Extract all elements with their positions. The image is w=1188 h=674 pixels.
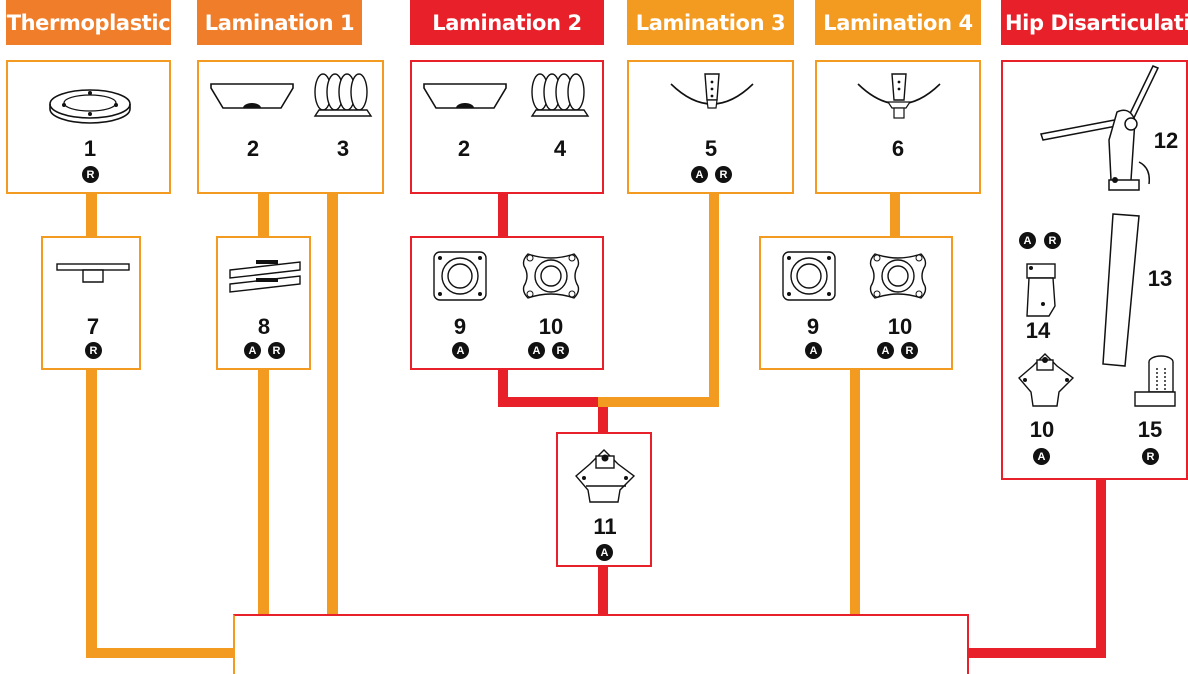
pylon-tube-icon bbox=[1102, 213, 1140, 367]
lamination-1-box: 2 3 bbox=[197, 60, 384, 194]
lamination-ring-icon bbox=[530, 73, 590, 117]
header-hip-label: Hip Disarticulation bbox=[1005, 10, 1188, 35]
header-thermoplastic: Thermoplastic bbox=[6, 0, 171, 45]
badge-a: A bbox=[528, 342, 545, 359]
part-8-box: 8 A R bbox=[216, 236, 311, 370]
lamination-anchor-icon bbox=[670, 73, 754, 109]
badge-r: R bbox=[268, 342, 285, 359]
part-number-7: 7 bbox=[86, 314, 100, 339]
badge-r: R bbox=[901, 342, 918, 359]
lamination-3-box: 5 A R bbox=[627, 60, 794, 194]
part-number-9: 9 bbox=[453, 314, 467, 339]
header-lamination-3: Lamination 3 bbox=[627, 0, 794, 45]
part-number-2: 2 bbox=[246, 136, 260, 161]
lamination-4-box: 6 bbox=[815, 60, 981, 194]
lamination-2-box: 2 4 bbox=[410, 60, 604, 194]
badge-a: A bbox=[452, 342, 469, 359]
pyramid-adapter-icon bbox=[423, 83, 507, 109]
square-adapter-icon bbox=[782, 251, 836, 301]
four-lobe-adapter-icon bbox=[869, 253, 927, 299]
part-number-12: 12 bbox=[1153, 128, 1179, 153]
badge-a: A bbox=[691, 166, 708, 183]
header-lamination-2: Lamination 2 bbox=[410, 0, 604, 45]
part-number-15: 15 bbox=[1137, 417, 1163, 442]
lamination-anchor-pyramid-icon bbox=[857, 73, 941, 119]
part-number-1: 1 bbox=[83, 136, 97, 161]
header-lamination-4-label: Lamination 4 bbox=[823, 10, 973, 35]
part-number-4: 4 bbox=[553, 136, 567, 161]
part-7-box: 7 R bbox=[41, 236, 141, 370]
wedge-adapter-icon bbox=[229, 260, 301, 293]
part-11-box: 11 A bbox=[556, 432, 652, 567]
header-thermoplastic-label: Thermoplastic bbox=[6, 10, 171, 35]
part-number-11: 11 bbox=[593, 514, 617, 539]
badge-r: R bbox=[715, 166, 732, 183]
tube-adapter-icon bbox=[1134, 355, 1176, 407]
badge-r: R bbox=[85, 342, 102, 359]
header-lamination-3-label: Lamination 3 bbox=[635, 10, 786, 35]
part-number-8: 8 bbox=[257, 314, 271, 339]
lamination-4-adapters-box: 9 10 A A R bbox=[759, 236, 953, 370]
ring-adapter-icon bbox=[49, 89, 131, 124]
header-hip-disarticulation: Hip Disarticulation bbox=[1001, 0, 1188, 45]
part-number-14: 14 bbox=[1025, 318, 1051, 343]
badge-r: R bbox=[552, 342, 569, 359]
badge-r: R bbox=[82, 166, 99, 183]
part-number-10: 10 bbox=[538, 314, 564, 339]
tube-clamp-adapter-icon bbox=[1026, 263, 1056, 317]
badge-a: A bbox=[1019, 232, 1036, 249]
badge-a: A bbox=[877, 342, 894, 359]
part-number-3: 3 bbox=[336, 136, 350, 161]
thermoplastic-box: 1 R bbox=[6, 60, 171, 194]
header-lamination-1-label: Lamination 1 bbox=[204, 10, 355, 35]
badge-a: A bbox=[244, 342, 261, 359]
part-number-2: 2 bbox=[457, 136, 471, 161]
header-lamination-1: Lamination 1 bbox=[197, 0, 362, 45]
pyramid-adapter-icon bbox=[210, 83, 294, 109]
four-hole-pyramid-adapter-icon bbox=[575, 449, 636, 503]
common-connector-box bbox=[233, 614, 969, 674]
badge-a: A bbox=[596, 544, 613, 561]
hip-joint-icon bbox=[1040, 65, 1160, 191]
header-lamination-4: Lamination 4 bbox=[815, 0, 981, 45]
part-number-10: 10 bbox=[887, 314, 913, 339]
square-adapter-icon bbox=[433, 251, 487, 301]
header-lamination-2-label: Lamination 2 bbox=[432, 10, 582, 35]
lamination-ring-icon bbox=[313, 73, 373, 117]
part-number-13: 13 bbox=[1147, 266, 1173, 291]
badge-a: A bbox=[805, 342, 822, 359]
flat-adapter-icon bbox=[56, 263, 130, 283]
lamination-2-adapters-box: 9 10 A A R bbox=[410, 236, 604, 370]
four-hole-pyramid-adapter-icon bbox=[1018, 353, 1075, 407]
badge-r: R bbox=[1044, 232, 1061, 249]
badge-a: A bbox=[1033, 448, 1050, 465]
hip-disarticulation-box: 12 13 A R 14 10 A 15 R bbox=[1001, 60, 1188, 480]
four-lobe-adapter-icon bbox=[522, 253, 580, 299]
part-number-5: 5 bbox=[704, 136, 718, 161]
part-number-10: 10 bbox=[1029, 417, 1055, 442]
part-number-9: 9 bbox=[806, 314, 820, 339]
badge-r: R bbox=[1142, 448, 1159, 465]
part-number-6: 6 bbox=[891, 136, 905, 161]
